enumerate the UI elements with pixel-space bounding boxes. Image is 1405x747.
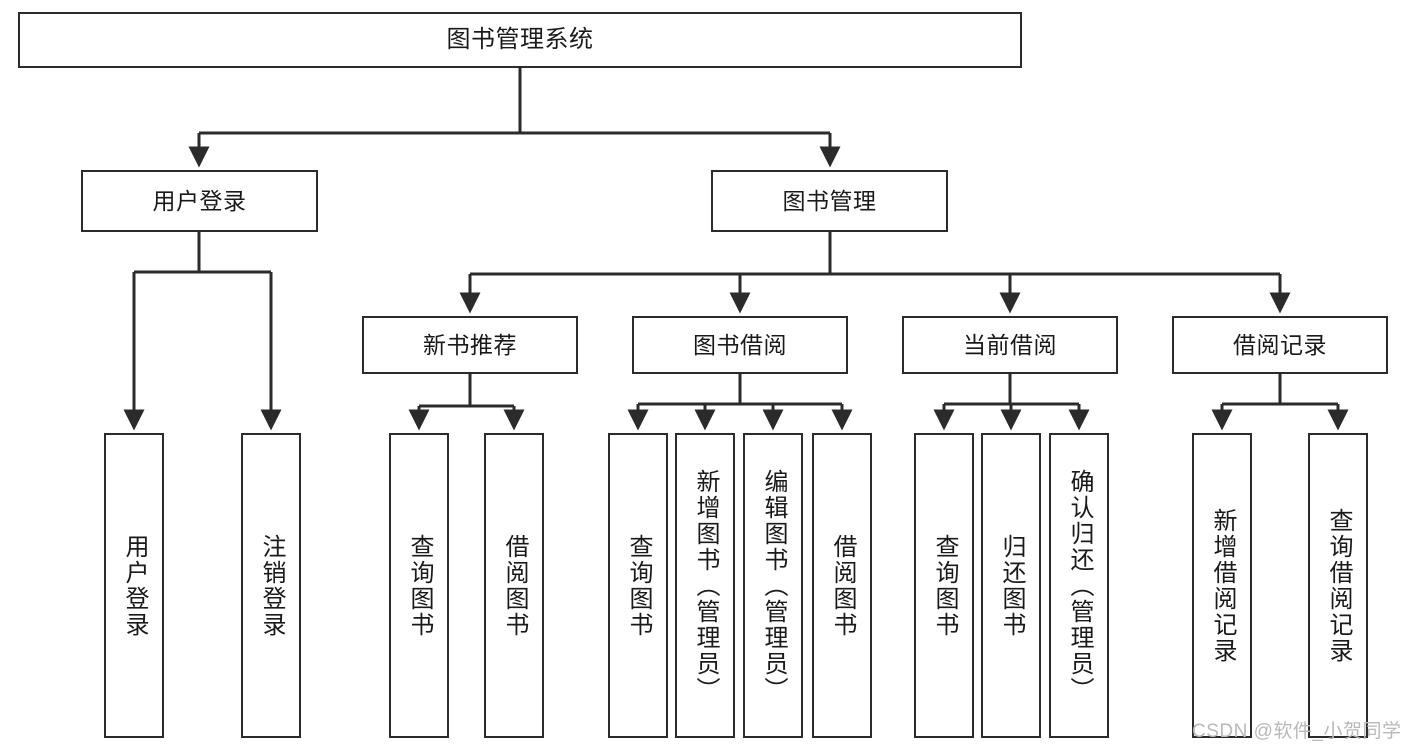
node-leaf-query-book-recommend[interactable]: 查询图书 (389, 433, 449, 738)
node-leaf-user-login[interactable]: 用户登录 (104, 433, 164, 738)
node-borrow-record[interactable]: 借阅记录 (1172, 316, 1388, 374)
node-label: 借阅图书 (829, 533, 856, 638)
node-label: 当前借阅 (963, 331, 1057, 358)
node-root-book-management-system[interactable]: 图书管理系统 (18, 12, 1022, 68)
node-label: 用户登录 (121, 533, 148, 638)
node-leaf-return-book[interactable]: 归还图书 (981, 433, 1041, 738)
node-label: 查询图书 (625, 533, 652, 638)
node-leaf-borrow-book[interactable]: 借阅图书 (812, 433, 872, 738)
node-leaf-user-logout[interactable]: 注销登录 (241, 433, 301, 738)
node-current-borrow[interactable]: 当前借阅 (902, 316, 1118, 374)
node-book-borrow[interactable]: 图书借阅 (632, 316, 848, 374)
node-leaf-query-book-current[interactable]: 查询图书 (914, 433, 974, 738)
node-label: 新增图书（管理员） (692, 468, 719, 703)
node-leaf-add-borrow-record[interactable]: 新增借阅记录 (1192, 433, 1252, 738)
node-leaf-confirm-return[interactable]: 确认归还（管理员） (1049, 433, 1109, 738)
node-leaf-edit-book[interactable]: 编辑图书（管理员） (743, 433, 803, 738)
node-leaf-add-book[interactable]: 新增图书（管理员） (675, 433, 735, 738)
node-user-login[interactable]: 用户登录 (81, 170, 318, 232)
node-label: 编辑图书（管理员） (760, 468, 787, 703)
node-book-manage[interactable]: 图书管理 (711, 170, 948, 232)
node-leaf-query-book-borrow[interactable]: 查询图书 (608, 433, 668, 738)
node-label: 注销登录 (258, 533, 285, 638)
node-label: 用户登录 (152, 187, 247, 214)
node-label: 查询图书 (406, 533, 433, 638)
node-leaf-query-borrow-record[interactable]: 查询借阅记录 (1308, 433, 1368, 738)
node-label: 图书管理系统 (446, 26, 594, 54)
node-label: 确认归还（管理员） (1066, 468, 1093, 703)
node-new-book-recommend[interactable]: 新书推荐 (362, 316, 578, 374)
node-label: 图书管理 (782, 187, 877, 214)
node-label: 归还图书 (998, 533, 1025, 638)
node-label: 新书推荐 (423, 331, 517, 358)
node-label: 查询借阅记录 (1325, 507, 1352, 664)
node-label: 查询图书 (931, 533, 958, 638)
node-leaf-borrow-book-recommend[interactable]: 借阅图书 (484, 433, 544, 738)
node-label: 新增借阅记录 (1209, 507, 1236, 664)
node-label: 借阅图书 (501, 533, 528, 638)
node-label: 图书借阅 (693, 331, 787, 358)
node-label: 借阅记录 (1233, 331, 1327, 358)
